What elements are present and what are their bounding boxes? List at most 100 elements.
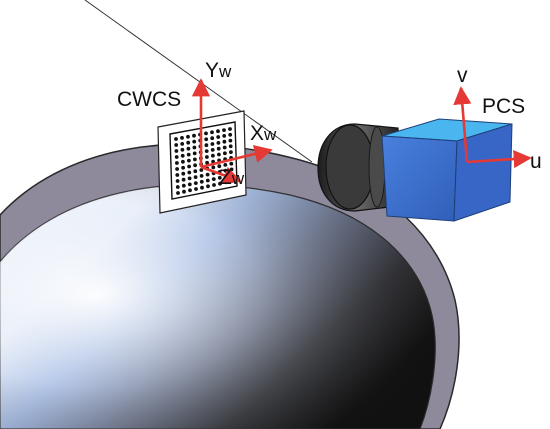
target-dot — [216, 146, 221, 151]
zw-label-main: Z — [219, 166, 232, 189]
target-dot — [181, 159, 185, 164]
target-dot — [216, 141, 221, 145]
target-dot — [222, 145, 227, 150]
target-dot — [192, 145, 197, 150]
target-dot — [200, 185, 204, 190]
cwcs-axes — [191, 78, 273, 185]
target-dot — [204, 143, 209, 148]
zw-axis-arrow — [200, 165, 242, 185]
target-dot — [199, 179, 204, 184]
yw-label-sub: w — [218, 62, 232, 81]
target-dot — [187, 170, 192, 175]
target-dot — [192, 139, 197, 144]
target-dot — [228, 138, 233, 143]
target-dot — [223, 163, 228, 167]
cwcs-label: CWCS — [117, 88, 181, 111]
target-dot — [187, 182, 192, 187]
target-dot — [211, 153, 215, 158]
target-dot — [175, 161, 179, 165]
target-dot — [174, 155, 179, 159]
target-dot — [211, 165, 216, 170]
target-dot — [217, 164, 222, 169]
yw-label-main: Y — [205, 59, 219, 82]
target-dot — [192, 151, 197, 156]
target-dot — [181, 165, 186, 170]
target-dot — [187, 176, 192, 181]
target-dot — [186, 140, 191, 145]
target-dot — [222, 139, 227, 144]
target-dot — [193, 163, 198, 168]
yw-label: Yw — [205, 59, 232, 82]
xw-label: Xw — [250, 122, 277, 145]
camera — [317, 118, 513, 222]
target-dot — [180, 142, 185, 146]
target-dot — [212, 183, 216, 187]
target-dot — [204, 131, 208, 136]
pipe-inner-highlight — [0, 184, 436, 429]
pcs-axes — [453, 86, 532, 169]
target-dot — [205, 172, 210, 177]
target-dot — [229, 150, 233, 155]
target-dot — [216, 129, 220, 134]
target-dot — [175, 179, 180, 183]
target-dot — [217, 175, 222, 180]
target-dot — [218, 181, 222, 186]
target-dot — [180, 153, 185, 158]
target-dot — [204, 137, 209, 142]
target-dot — [210, 142, 215, 146]
target-dot — [187, 164, 192, 169]
target-dot — [180, 147, 185, 152]
target-dot — [229, 161, 234, 166]
target-dot — [205, 178, 210, 183]
target-dot — [186, 146, 191, 151]
target-dot — [174, 137, 178, 141]
u-axis-arrow — [466, 149, 532, 169]
u-label: u — [530, 150, 542, 173]
zw-label-sub: w — [231, 169, 245, 188]
target-dot — [205, 155, 209, 159]
target-dot — [193, 181, 198, 186]
target-dot — [186, 152, 191, 157]
target-dot — [228, 127, 232, 131]
target-dot — [211, 177, 216, 182]
target-dot — [176, 191, 180, 195]
target-dot — [174, 149, 179, 153]
target-dot — [210, 130, 214, 135]
target-dot — [181, 177, 186, 182]
target-dot — [199, 174, 204, 178]
camera-lens-front — [325, 124, 375, 210]
target-dot — [175, 173, 180, 177]
pcs-label: PCS — [482, 95, 525, 118]
target-dot — [188, 188, 192, 193]
target-dot — [175, 167, 180, 171]
zw-label: Zw — [219, 166, 245, 189]
target-dot — [181, 171, 186, 176]
target-dot — [222, 128, 226, 133]
target-dot — [210, 148, 215, 152]
target-dot — [182, 189, 186, 194]
target-dot — [181, 183, 186, 188]
target-pattern-frame — [169, 121, 238, 200]
target-dot — [192, 133, 196, 138]
v-label: v — [457, 64, 468, 87]
target-dot — [199, 168, 204, 172]
target-dot — [193, 169, 198, 174]
target-dot — [228, 144, 233, 149]
target-dot — [210, 136, 215, 141]
xw-axis-arrow — [200, 145, 273, 169]
target-dot — [206, 184, 210, 189]
target-dot — [174, 143, 179, 147]
target-dot — [180, 136, 184, 140]
xw-label-main: X — [250, 122, 264, 145]
target-dot — [216, 135, 221, 139]
target-dot — [228, 132, 233, 137]
target-dot — [217, 152, 221, 157]
target-dot — [175, 185, 180, 189]
target-dot — [187, 158, 191, 163]
v-axis-arrow — [453, 86, 472, 163]
camera-body-front — [381, 135, 458, 222]
target-dot — [223, 151, 227, 156]
target-dot — [186, 134, 190, 139]
target-dot — [193, 157, 197, 162]
